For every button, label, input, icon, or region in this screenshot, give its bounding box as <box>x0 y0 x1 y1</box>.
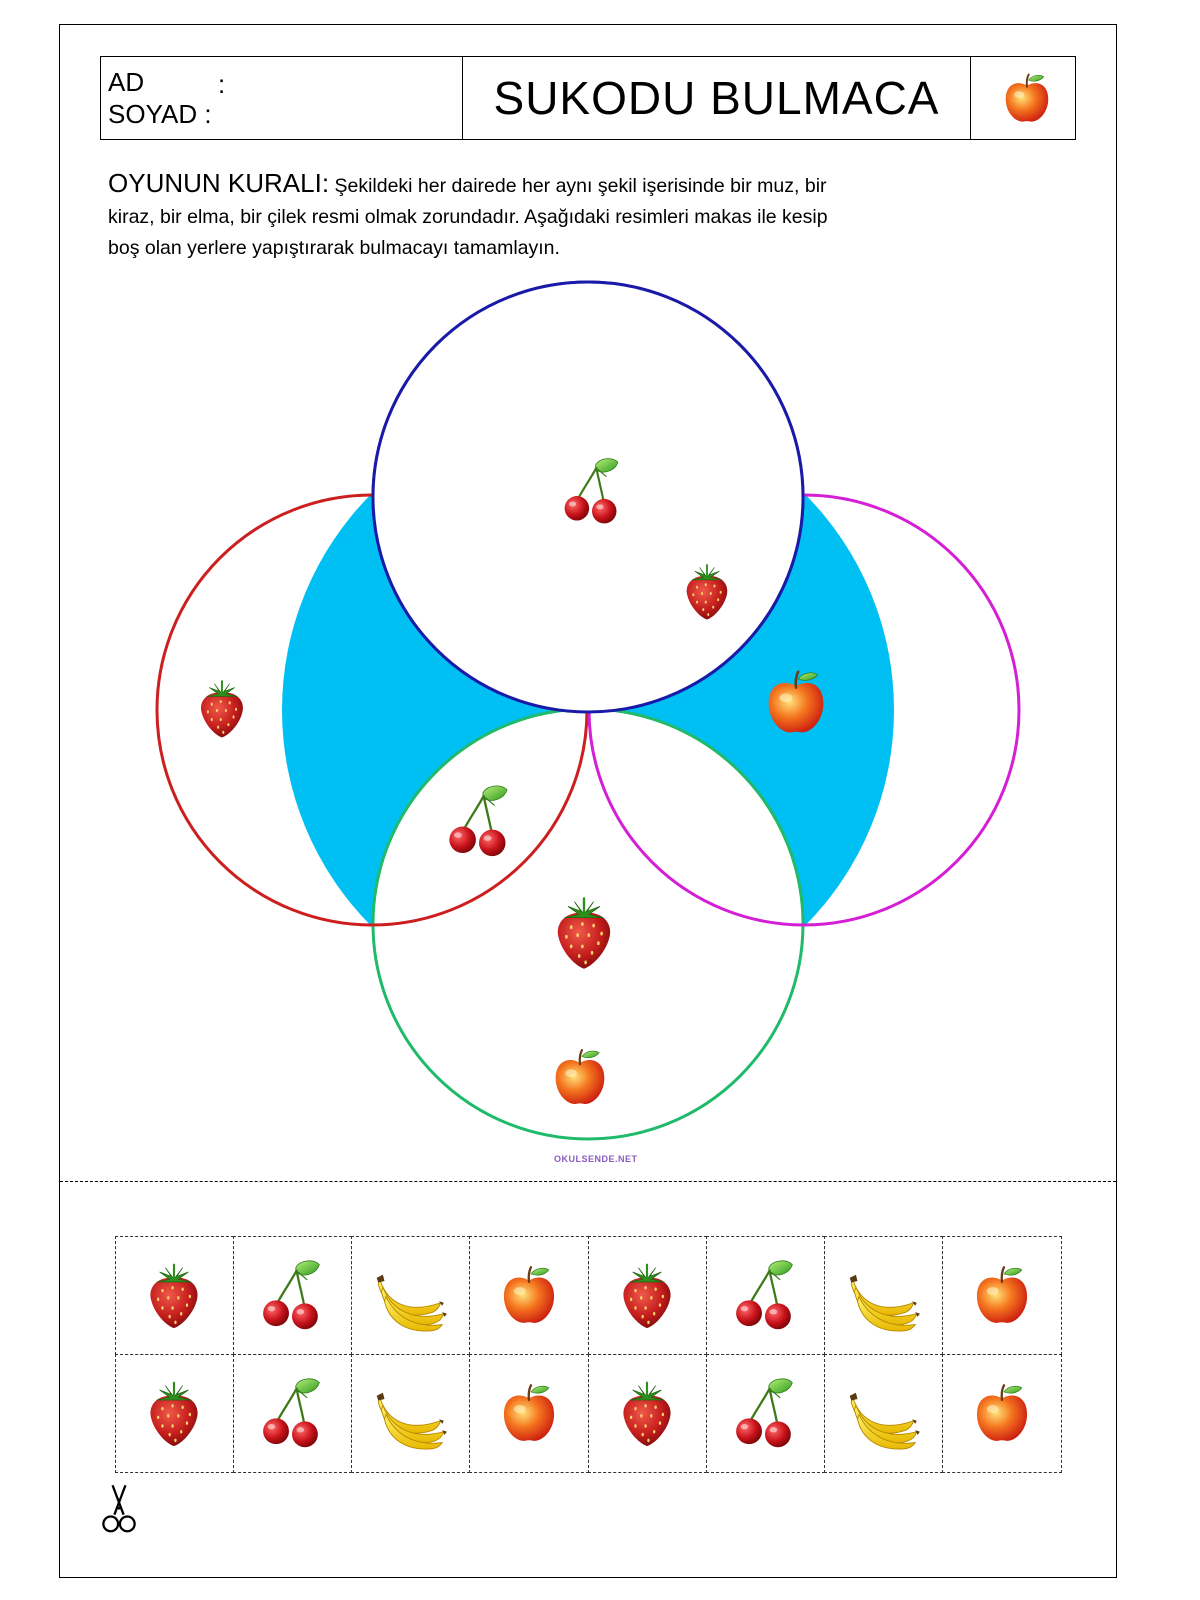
apple-icon <box>969 1374 1035 1452</box>
strawberry-icon[interactable] <box>201 681 243 737</box>
cutout-piece[interactable] <box>942 1353 1062 1473</box>
header-table: AD : SOYAD : SUKODU BULMACA <box>100 56 1076 140</box>
cutout-piece[interactable] <box>114 1235 234 1355</box>
cutout-piece[interactable] <box>469 1235 589 1355</box>
banana-icon <box>368 1256 454 1334</box>
cutout-piece[interactable] <box>114 1353 234 1473</box>
cutout-piece[interactable] <box>351 1353 471 1473</box>
strawberry-icon <box>611 1255 683 1335</box>
cutout-piece[interactable] <box>232 1235 352 1355</box>
rules-line-1: Şekildeki her dairede her aynı şekil işe… <box>329 175 827 197</box>
name-colon: : <box>218 69 226 99</box>
cutout-piece[interactable] <box>942 1235 1062 1355</box>
watermark: OKULSENDE.NET <box>554 1154 638 1164</box>
name-label: AD <box>108 67 145 97</box>
rules-heading: OYUNUN KURALI: <box>108 168 330 198</box>
strawberry-icon <box>138 1373 210 1453</box>
page-title: SUKODU BULMACA <box>463 57 971 139</box>
surname-label: SOYAD : <box>108 99 212 129</box>
apple-icon <box>496 1256 562 1334</box>
cherry-icon <box>727 1253 803 1337</box>
cut-line <box>60 1181 1116 1182</box>
cherry-icon <box>254 1371 330 1455</box>
strawberry-icon <box>611 1373 683 1453</box>
cutout-piece[interactable] <box>705 1235 825 1355</box>
strawberry-icon <box>138 1255 210 1335</box>
banana-icon <box>841 1374 927 1452</box>
cutout-pieces-grid <box>114 1235 1062 1473</box>
cutout-piece[interactable] <box>351 1235 471 1355</box>
page-frame <box>59 24 1117 1578</box>
banana-icon <box>368 1374 454 1452</box>
cherry-icon <box>727 1371 803 1455</box>
apple-icon <box>496 1374 562 1452</box>
cutout-piece[interactable] <box>587 1235 707 1355</box>
cutout-piece[interactable] <box>587 1353 707 1473</box>
name-cell: AD : SOYAD : <box>101 57 463 139</box>
scissors-icon <box>96 1482 142 1540</box>
banana-icon <box>841 1256 927 1334</box>
cutout-piece[interactable] <box>469 1353 589 1473</box>
cutout-piece[interactable] <box>705 1353 825 1473</box>
rules-line-3: boş olan yerlere yapıştırarak bulmacayı … <box>108 237 560 259</box>
cutout-piece[interactable] <box>824 1353 944 1473</box>
rules-line-2: kiraz, bir elma, bir çilek resmi olmak z… <box>108 206 828 228</box>
rules-text: OYUNUN KURALI: Şekildeki her dairede her… <box>108 168 1008 264</box>
cutout-piece[interactable] <box>824 1235 944 1355</box>
apple-icon <box>969 1256 1035 1334</box>
cherry-icon <box>254 1253 330 1337</box>
cutout-piece[interactable] <box>232 1353 352 1473</box>
venn-puzzle <box>155 280 1021 1141</box>
